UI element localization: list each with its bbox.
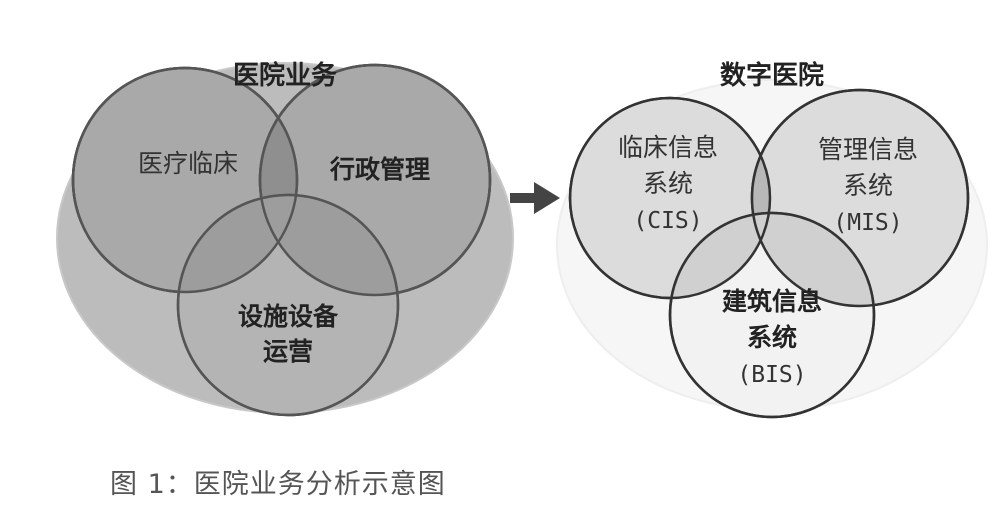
bis-label-line1: 建筑信息	[722, 287, 822, 316]
transition-arrow	[510, 182, 560, 214]
digital-hospital-group: 数字医院 临床信息 系统 (CIS) 管理信息 系统 (MIS) 建筑信息 系统…	[556, 60, 988, 419]
figure-caption: 图 1：医院业务分析示意图	[110, 469, 446, 500]
hospital-business-group: 医院业务 医疗临床 行政管理 设施设备 运营	[56, 60, 514, 417]
mis-label-line2: 系统	[843, 171, 893, 200]
admin-label: 行政管理	[329, 155, 430, 184]
bis-label-code: (BIS)	[737, 362, 806, 388]
digital-hospital-title: 数字医院	[720, 60, 824, 91]
bis-label-line2: 系统	[747, 323, 797, 352]
mis-label-line1: 管理信息	[818, 135, 918, 164]
facility-label-line1: 设施设备	[238, 302, 339, 331]
cis-label-code: (CIS)	[633, 208, 702, 234]
cis-label-line1: 临床信息	[618, 133, 718, 162]
clinical-label: 医疗临床	[138, 149, 238, 178]
facility-label-line2: 运营	[263, 337, 313, 366]
cis-label-line2: 系统	[643, 169, 693, 198]
mis-label-code: (MIS)	[833, 210, 902, 236]
hospital-business-title: 医院业务	[233, 60, 337, 91]
